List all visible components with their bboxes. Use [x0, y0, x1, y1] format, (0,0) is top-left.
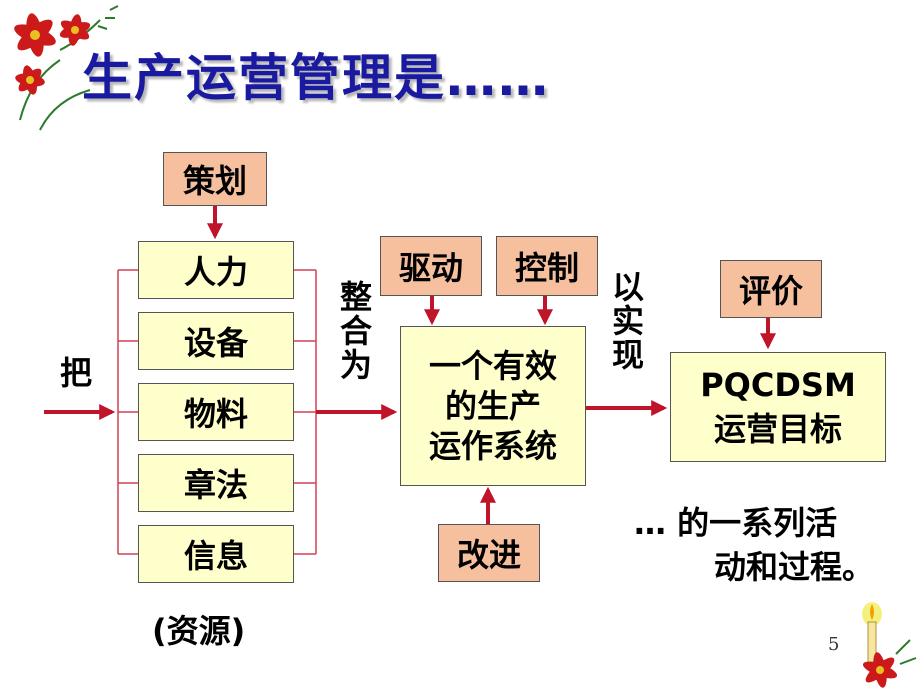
resource-item-1: 设备 [138, 312, 294, 370]
resource-item-3: 章法 [138, 454, 294, 512]
integrate-char-1: 合 [339, 312, 372, 350]
planning-box: 策划 [163, 152, 267, 206]
page-number: 5 [828, 634, 840, 655]
resource-item-4: 信息 [138, 525, 294, 583]
summary-line-1: 动和过程。 [714, 548, 875, 586]
system-line-2: 运作系统 [428, 427, 557, 465]
resource-item-2: 物料 [138, 383, 294, 441]
resources-label: (资源) [152, 612, 246, 650]
goal-box: PQCDSM 运营目标 [670, 352, 886, 462]
summary-line-0: … 的一系列活 [634, 504, 838, 542]
production-system-box: 一个有效 的生产 运作系统 [400, 326, 586, 486]
goal-line-1: 运营目标 [713, 410, 842, 448]
realize-char-1: 实 [611, 302, 644, 340]
drive-box: 驱动 [380, 236, 482, 296]
realize-label: 以 实 现 [610, 270, 646, 372]
improve-box: 改进 [438, 524, 540, 582]
realize-char-2: 现 [611, 336, 644, 374]
control-box: 控制 [496, 236, 598, 296]
candle-decoration-icon [862, 602, 917, 688]
resource-item-0: 人力 [138, 241, 294, 299]
integrate-label: 整 合 为 [338, 280, 374, 382]
poinsettia-decoration-icon [14, 5, 119, 131]
goal-line-0: PQCDSM [700, 366, 856, 404]
page-title: 生产运营管理是…… [82, 49, 550, 107]
system-line-0: 一个有效 [428, 347, 557, 385]
integrate-char-2: 为 [339, 346, 372, 384]
realize-char-0: 以 [611, 268, 644, 306]
ba-label: 把 [60, 354, 93, 392]
integrate-char-0: 整 [339, 278, 372, 316]
evaluate-box: 评价 [720, 260, 822, 318]
system-line-1: 的生产 [444, 387, 541, 425]
